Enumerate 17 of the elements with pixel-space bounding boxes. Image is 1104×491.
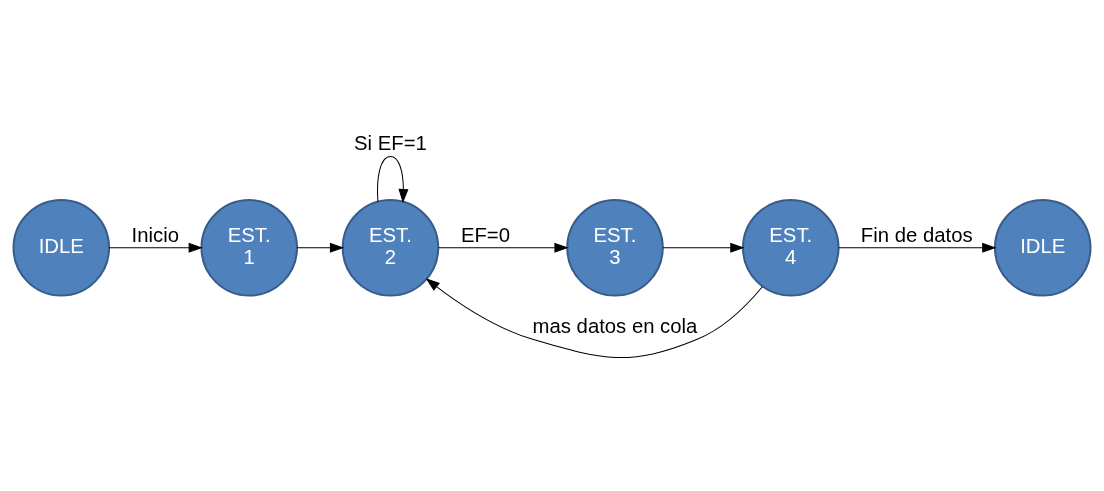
edge-label: Fin de datos — [860, 223, 973, 246]
node-circle: EST. 3 — [566, 198, 664, 297]
arrow — [377, 155, 409, 203]
node-circle: IDLE — [993, 198, 1092, 297]
node-circle: EST. 4 — [742, 198, 840, 297]
edge-label: EF=0 — [460, 223, 510, 246]
node-circle: IDLE — [12, 198, 111, 297]
edge-label: mas datos en cola — [532, 314, 698, 337]
arrow — [296, 242, 345, 253]
arrow — [662, 242, 745, 253]
arrow — [838, 242, 997, 253]
arrow — [425, 277, 763, 358]
arrow — [108, 242, 203, 253]
edge-label: Si EF=1 — [354, 131, 427, 154]
node-circle: EST. 1 — [200, 198, 298, 297]
arrow — [437, 242, 569, 253]
edge-label: Inicio — [131, 223, 179, 246]
